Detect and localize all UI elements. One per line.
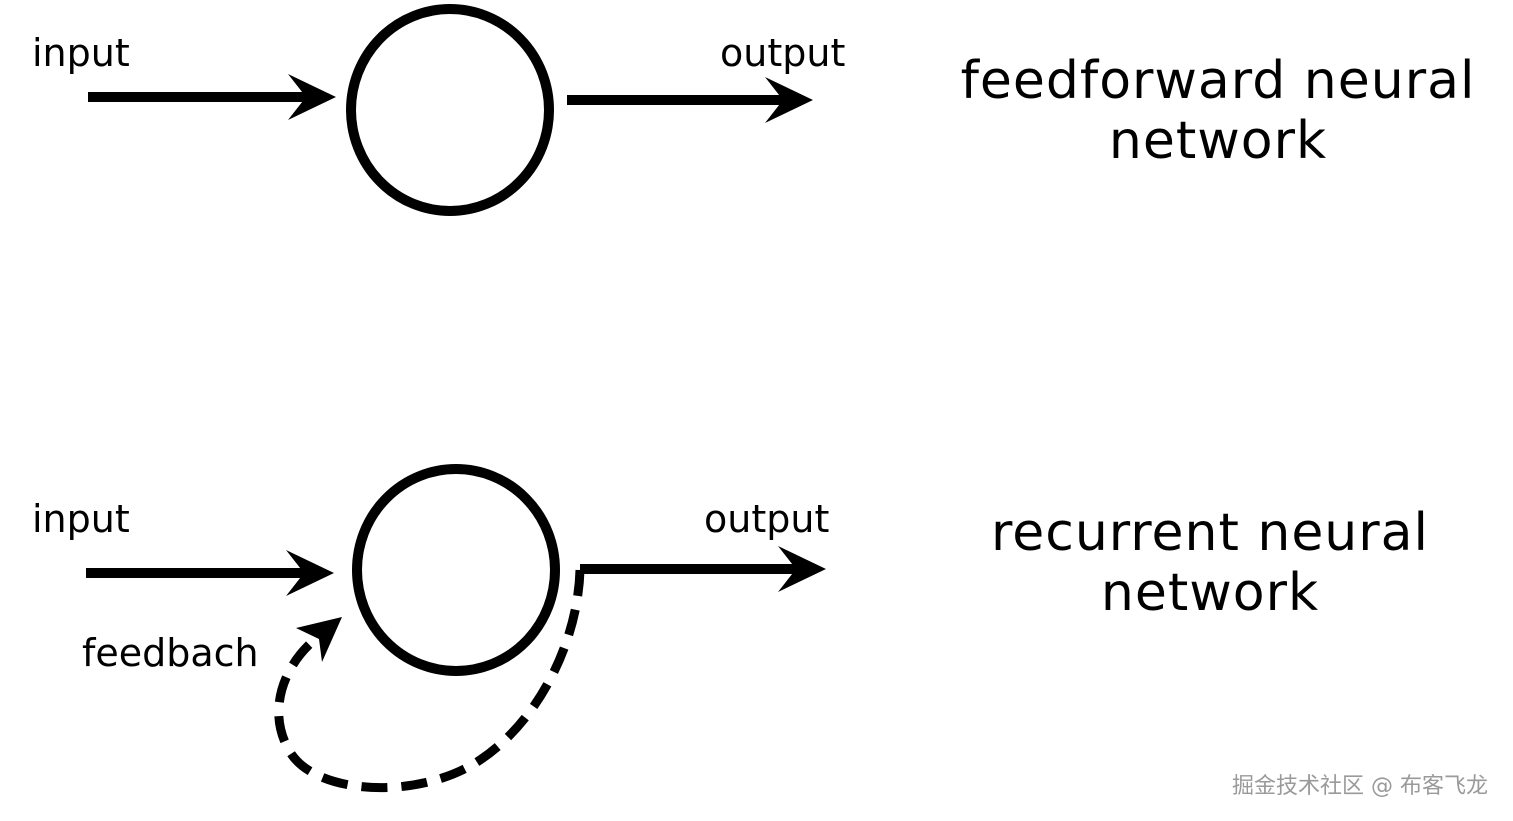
ff-input-label: input <box>32 31 130 75</box>
rnn-neuron-node <box>352 464 560 676</box>
recurrent-diagram: input output feedbach recurrent neural n… <box>32 464 1429 793</box>
ff-output-arrow <box>567 77 813 123</box>
rnn-output-label: output <box>704 497 829 541</box>
rnn-feedback-label: feedbach <box>82 631 259 675</box>
watermark-text: 掘金技术社区 @ 布客飞龙 <box>1232 774 1488 799</box>
feedforward-diagram: input output feedforward neural network <box>32 4 1476 216</box>
rnn-input-label: input <box>32 497 130 541</box>
rnn-title-line2: network <box>1101 563 1319 623</box>
rnn-output-arrow <box>580 546 826 592</box>
ff-title-line1: feedforward neural <box>961 51 1476 111</box>
rnn-input-arrow <box>86 550 334 596</box>
rnn-title-line1: recurrent neural <box>991 503 1429 563</box>
ff-title-line2: network <box>1109 111 1327 171</box>
ff-input-arrow <box>88 74 336 120</box>
ff-neuron-node <box>346 4 554 216</box>
ff-output-label: output <box>720 31 845 75</box>
rnn-feedback-loop <box>274 569 585 793</box>
